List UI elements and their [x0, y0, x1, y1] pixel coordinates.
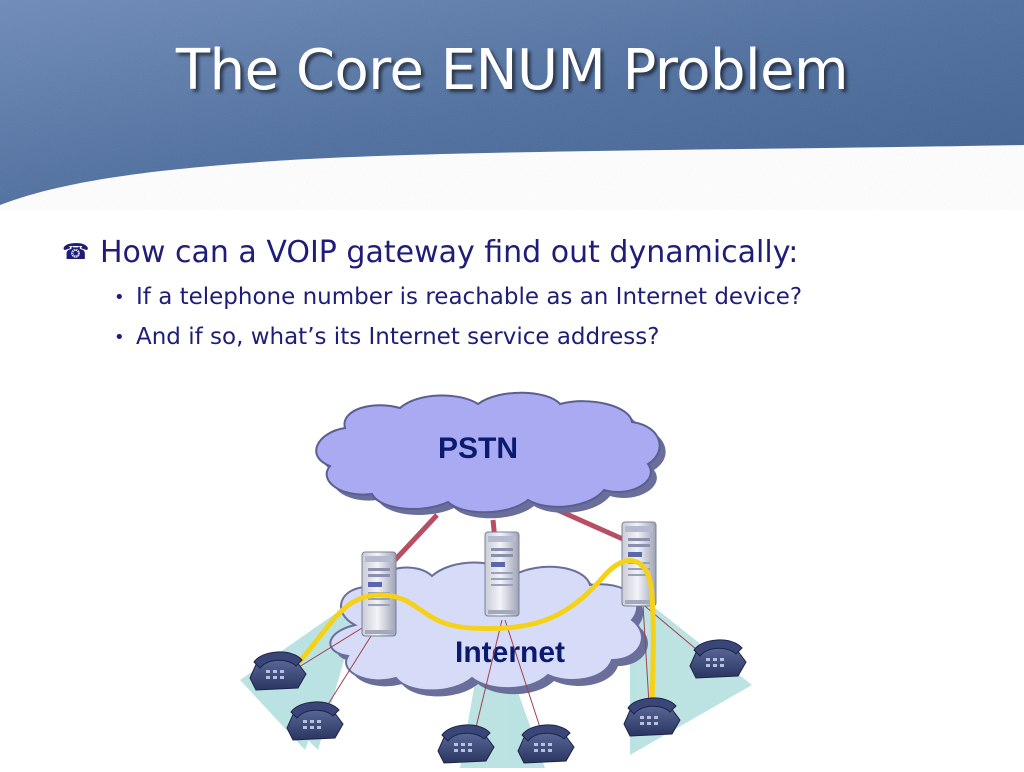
diagram-canvas: Internet PSTN [240, 391, 752, 768]
header-background [0, 0, 1024, 205]
sub-bullet-text: And if so, what’s its Internet service a… [136, 324, 660, 350]
pstn-label: PSTN [438, 432, 518, 465]
slide-title: The Core ENUM Problem [175, 38, 849, 103]
gateway-server-center [484, 531, 520, 617]
phone-icon [623, 697, 681, 737]
sub-bullet-text: If a telephone number is reachable as an… [136, 284, 803, 310]
pstn-cloud: PSTN [315, 391, 666, 519]
bullet-dot-icon: • [114, 286, 125, 308]
phone-icon [286, 701, 344, 741]
phone-icon [249, 651, 307, 691]
bullet-main-text: How can a VOIP gateway find out dynamica… [100, 234, 799, 270]
internet-label: Internet [455, 636, 565, 669]
header-banner: The Core ENUM Problem [0, 0, 1024, 210]
phone-icon [437, 724, 495, 764]
telephone-icon: ☎ [62, 239, 90, 265]
bullet-dot-icon: • [114, 326, 125, 348]
signal-path [287, 558, 656, 721]
bullet-list: ☎ How can a VOIP gateway find out dynami… [62, 232, 962, 356]
phone-icon [517, 724, 575, 764]
network-diagram: Internet PSTN [0, 380, 1024, 768]
sub-bullet-1: • If a telephone number is reachable as … [114, 278, 962, 316]
sub-bullet-2: • And if so, what’s its Internet service… [114, 318, 962, 356]
phone-icon [689, 639, 747, 679]
bullet-main: ☎ How can a VOIP gateway find out dynami… [62, 232, 962, 272]
